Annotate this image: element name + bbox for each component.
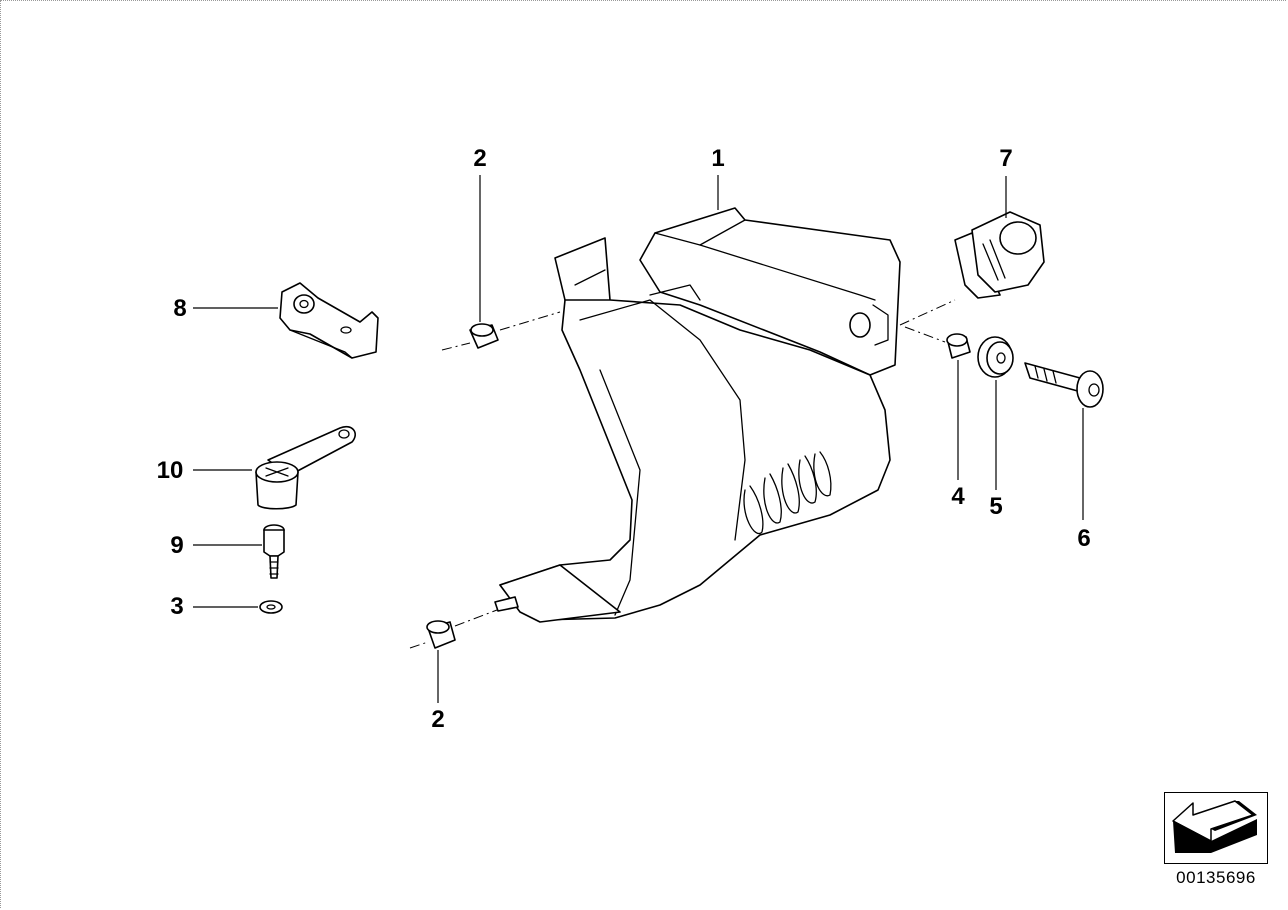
callout-2-bottom: 2 <box>431 706 444 733</box>
part-9-stud <box>263 524 285 579</box>
callout-4: 4 <box>951 483 965 510</box>
part-1-heat-shield <box>494 207 901 623</box>
callout-7: 7 <box>999 145 1012 172</box>
callout-8: 8 <box>173 295 186 322</box>
callout-3: 3 <box>170 593 183 620</box>
part-4-sleeve <box>904 326 971 359</box>
part-6-bolt <box>1024 362 1104 408</box>
callout-9: 9 <box>170 532 183 559</box>
part-2-grommet-top <box>441 311 561 351</box>
part-5-rubber-grommet <box>977 336 1014 378</box>
callout-10: 10 <box>157 457 184 484</box>
leader-lines <box>193 175 1084 703</box>
callout-6: 6 <box>1077 525 1090 552</box>
part-3-washer <box>259 600 283 614</box>
part-8-bracket <box>279 282 379 359</box>
callout-1: 1 <box>711 145 724 172</box>
part-2-grommet-bottom <box>409 609 498 649</box>
part-7-sensor <box>899 211 1045 326</box>
part-10-clip <box>255 425 356 510</box>
callout-5: 5 <box>989 493 1002 520</box>
callout-labels: 1 2 2 7 8 10 9 3 4 5 6 <box>157 145 1091 733</box>
callout-2-top: 2 <box>473 145 486 172</box>
arrow-icon <box>1172 800 1257 853</box>
reference-icon-box <box>1164 792 1268 864</box>
reference-number: 00135696 <box>1176 868 1256 887</box>
